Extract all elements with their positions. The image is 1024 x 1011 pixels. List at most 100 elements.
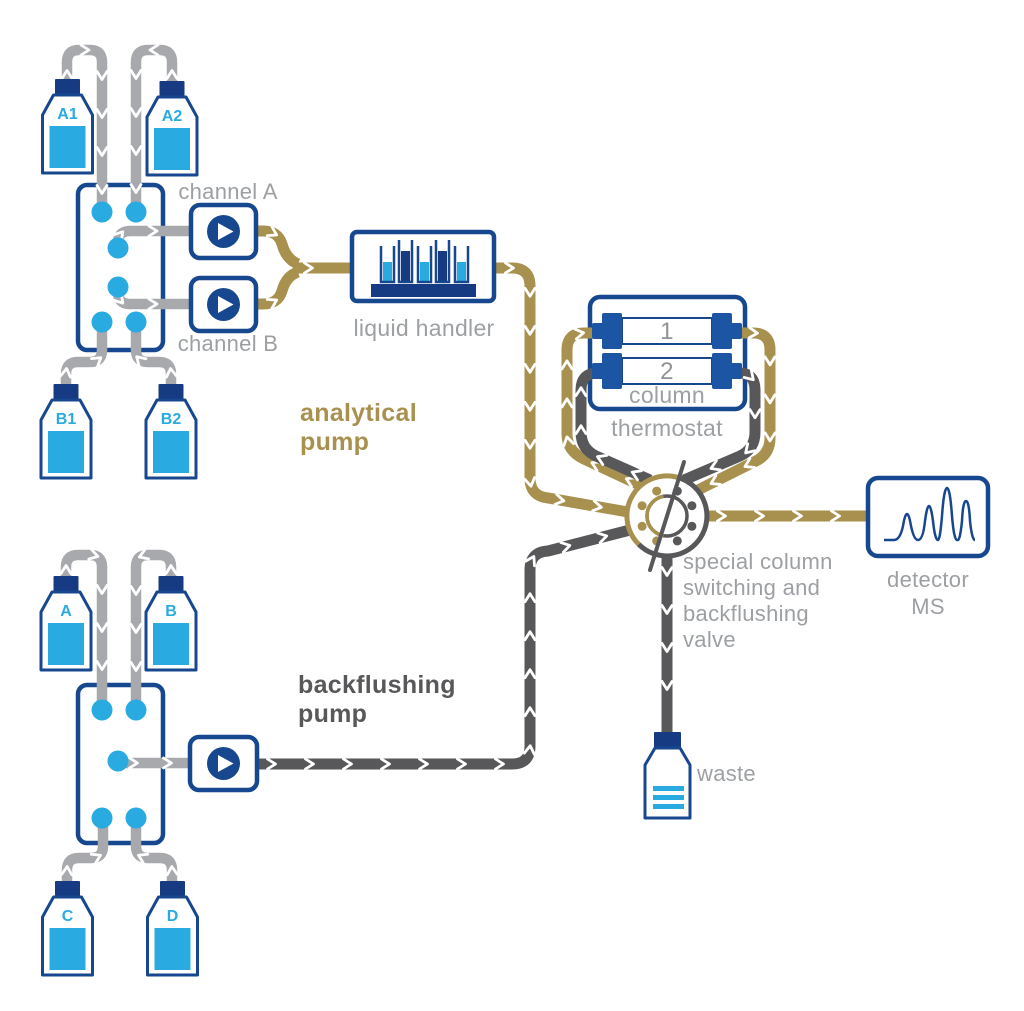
solvent-bottle-b: B xyxy=(144,576,198,672)
flow-chevron-icon xyxy=(342,757,353,771)
solvent-bottle-b-cap xyxy=(158,576,184,593)
solvent-bottle-a1-cap xyxy=(55,79,80,96)
flow-chevron-icon xyxy=(456,757,467,771)
solvent-bottle-c: C xyxy=(41,881,94,977)
pump-backflushing xyxy=(187,734,260,793)
solvent-bottle-a2-cap xyxy=(159,81,185,98)
tube-c-degasser2 xyxy=(61,818,109,886)
tube-backflush-pump-valve xyxy=(256,524,632,770)
waste-body xyxy=(643,746,692,820)
play-icon xyxy=(218,755,234,772)
flow-chevron-icon xyxy=(137,852,150,865)
label-column-2: 2 xyxy=(660,358,674,385)
flow-chevron-icon xyxy=(660,566,674,577)
tube-a2-degasser xyxy=(130,44,178,212)
flow-chevron-icon xyxy=(95,108,109,119)
degasser-port xyxy=(91,807,113,829)
degasser-port xyxy=(107,237,129,259)
flow-chevron-icon xyxy=(523,286,537,298)
solvent-bottle-a2-label: A2 xyxy=(162,108,183,125)
flow-chevron-icon xyxy=(562,435,575,448)
label-backflushing-pump: backflushing pump xyxy=(298,671,456,729)
flow-chevron-icon xyxy=(553,493,566,506)
flow-chevron-icon xyxy=(573,327,585,341)
column-1 xyxy=(592,313,742,349)
label-detector-ms: detector MS xyxy=(866,566,990,620)
column-2-tube xyxy=(621,357,713,385)
solvent-bottle-a1: A1 xyxy=(41,79,94,175)
label-analytical-pump: analytical pump xyxy=(300,399,417,457)
solvent-bottle-b1-cap xyxy=(53,384,79,401)
label-valve-line4: valve xyxy=(683,627,736,652)
degasser-port xyxy=(107,276,129,298)
flow-chevron-icon xyxy=(95,622,109,633)
flow-chevron-icon xyxy=(754,509,765,523)
solvent-bottle-d: D xyxy=(146,881,199,977)
flow-chevron-icon xyxy=(523,438,537,450)
waste-cap xyxy=(654,732,681,749)
solvent-bottle-a-label: A xyxy=(60,603,72,620)
flow-chevron-icon xyxy=(716,509,727,523)
tube-b-degasser2 xyxy=(130,549,177,710)
label-column-1: 1 xyxy=(660,318,674,345)
flow-chevron-icon xyxy=(792,509,803,523)
flow-chevron-icon xyxy=(596,453,609,466)
flow-chevron-icon xyxy=(95,146,109,157)
valve-port xyxy=(637,501,647,511)
degasser-port xyxy=(91,699,113,721)
solvent-bottle-b1: B1 xyxy=(39,384,93,480)
label-channel-a: channel A xyxy=(178,179,278,204)
flow-chevron-icon xyxy=(89,852,102,865)
vial-liquid xyxy=(457,262,466,282)
flow-chevron-icon xyxy=(87,548,100,561)
column-1-fitting xyxy=(712,313,732,349)
valve-port xyxy=(687,501,697,511)
solvent-bottle-c-liquid xyxy=(49,928,86,970)
flow-chevron-icon xyxy=(523,630,537,642)
solvent-bottle-c-label: C xyxy=(62,908,74,925)
label-valve-line3: backflushing xyxy=(683,601,809,626)
flow-chevron-icon xyxy=(129,585,143,596)
flow-chevron-icon xyxy=(763,355,777,367)
flow-chevron-icon xyxy=(660,604,674,615)
flow-chevron-icon xyxy=(744,442,757,455)
tube-valve-column1-left xyxy=(561,327,647,492)
waste-level-line xyxy=(653,795,684,800)
solvent-bottle-b-label: B xyxy=(165,603,177,620)
flow-chevron-icon xyxy=(494,757,505,771)
flow-chevron-icon xyxy=(709,459,722,472)
flow-chevron-icon xyxy=(523,362,537,374)
column-2-fitting xyxy=(712,353,732,389)
play-icon xyxy=(218,223,234,240)
label-detector-line1: detector xyxy=(887,567,969,592)
flow-chevron-icon xyxy=(763,431,777,443)
label-analytical-pump-line2: pump xyxy=(300,428,370,456)
column-2 xyxy=(592,353,742,389)
flow-chevron-icon xyxy=(265,225,279,237)
flow-chevron-icon xyxy=(560,397,574,409)
flow-chevron-icon xyxy=(90,356,103,368)
flow-chevron-icon xyxy=(630,469,643,482)
vial-liquid xyxy=(438,251,447,282)
column-1-fitting xyxy=(592,323,604,339)
flow-chevron-icon xyxy=(95,70,109,81)
flow-chevron-icon xyxy=(596,531,609,545)
flow-chevron-icon xyxy=(523,324,537,336)
flow-chevron-icon xyxy=(743,457,756,469)
label-thermostat: thermostat xyxy=(611,415,723,441)
flow-chevron-icon xyxy=(95,184,109,195)
tube-pump-a-merge xyxy=(254,225,301,270)
label-detector-line2: MS xyxy=(911,594,945,619)
solvent-bottle-a1-liquid xyxy=(49,126,86,168)
tube-valve-column2-left xyxy=(575,367,653,486)
solvent-bottle-a2: A2 xyxy=(145,81,199,177)
degasser-port xyxy=(107,750,129,772)
solvent-bottle-b2: B2 xyxy=(144,384,198,480)
flow-chevron-icon xyxy=(165,367,178,379)
degasser-ports xyxy=(91,201,147,829)
flow-chevron-icon xyxy=(112,292,125,305)
valve-handle xyxy=(648,460,686,572)
valve-port xyxy=(652,486,662,496)
column-1-fitting xyxy=(730,323,742,339)
flow-chevron-icon xyxy=(522,744,536,756)
